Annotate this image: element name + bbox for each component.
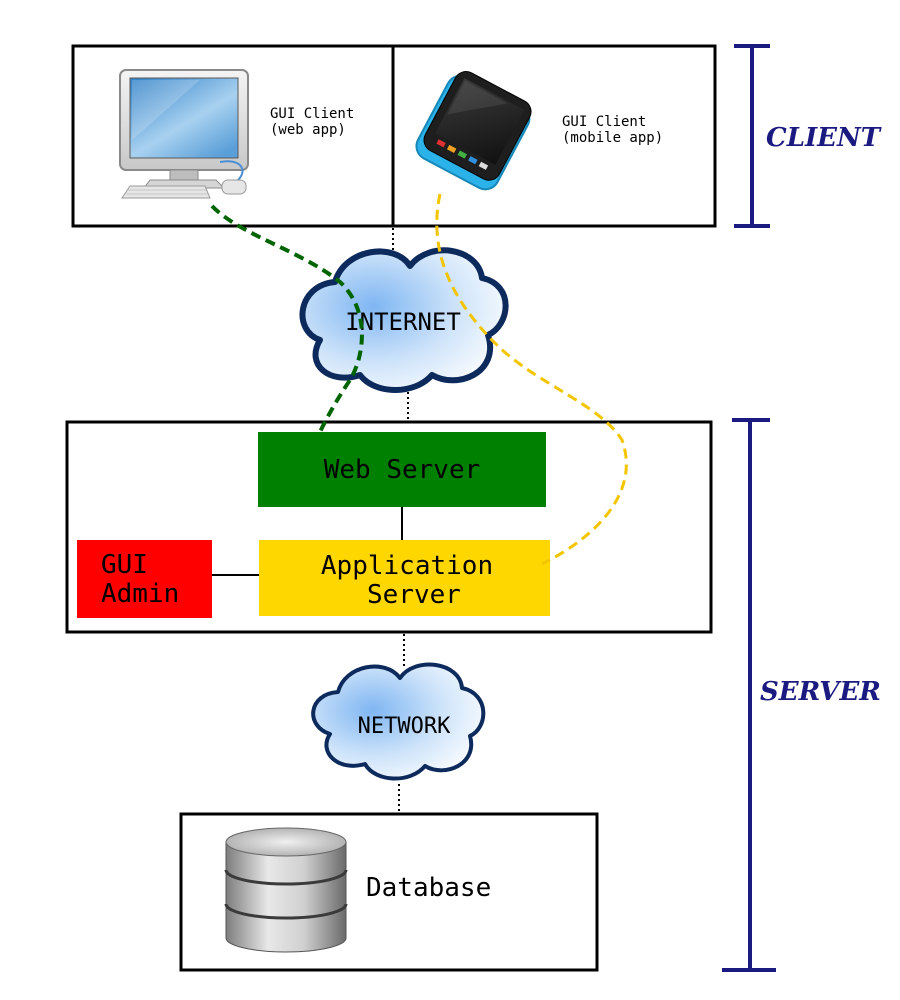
web-server-box	[258, 432, 546, 507]
web-server-label: Web Server	[324, 455, 481, 485]
database-icon	[224, 827, 348, 953]
cloud-icon	[299, 247, 509, 393]
client-section-label: CLIENT	[766, 123, 882, 153]
app-server-box	[259, 540, 550, 616]
app-server-label-line2: Server	[367, 580, 461, 610]
database-label: Database	[366, 873, 491, 903]
web-client-label-line1: GUI Client	[270, 106, 354, 122]
internet-cloud: INTERNET	[299, 247, 509, 393]
server-area: Web Server Application Server GUI Admin	[65, 420, 713, 634]
server-bracket	[722, 418, 776, 972]
network-label: NETWORK	[358, 714, 451, 739]
internet-label: INTERNET	[345, 308, 461, 336]
client-bracket	[734, 44, 770, 228]
web-client-request-path	[210, 204, 364, 437]
cloud-icon	[311, 662, 486, 781]
smartphone-icon	[415, 71, 532, 191]
gui-admin-label-line1: GUI	[101, 550, 148, 580]
mobile-client-request-path	[435, 193, 628, 566]
server-section-label: SERVER	[760, 677, 881, 707]
network-cloud: NETWORK	[311, 662, 486, 781]
mobile-client-label-line2: (mobile app)	[562, 130, 663, 146]
web-client-label-line2: (web app)	[270, 122, 346, 138]
desktop-computer-icon	[119, 69, 249, 199]
gui-admin-label-line2: Admin	[101, 579, 179, 609]
database-area: Database	[179, 812, 599, 972]
gui-admin-box	[77, 540, 212, 618]
mobile-client-label-line1: GUI Client	[562, 114, 646, 130]
client-area: GUI Client (web app) GUI Client (mobile …	[71, 44, 717, 228]
app-server-label-line1: Application	[321, 551, 493, 581]
